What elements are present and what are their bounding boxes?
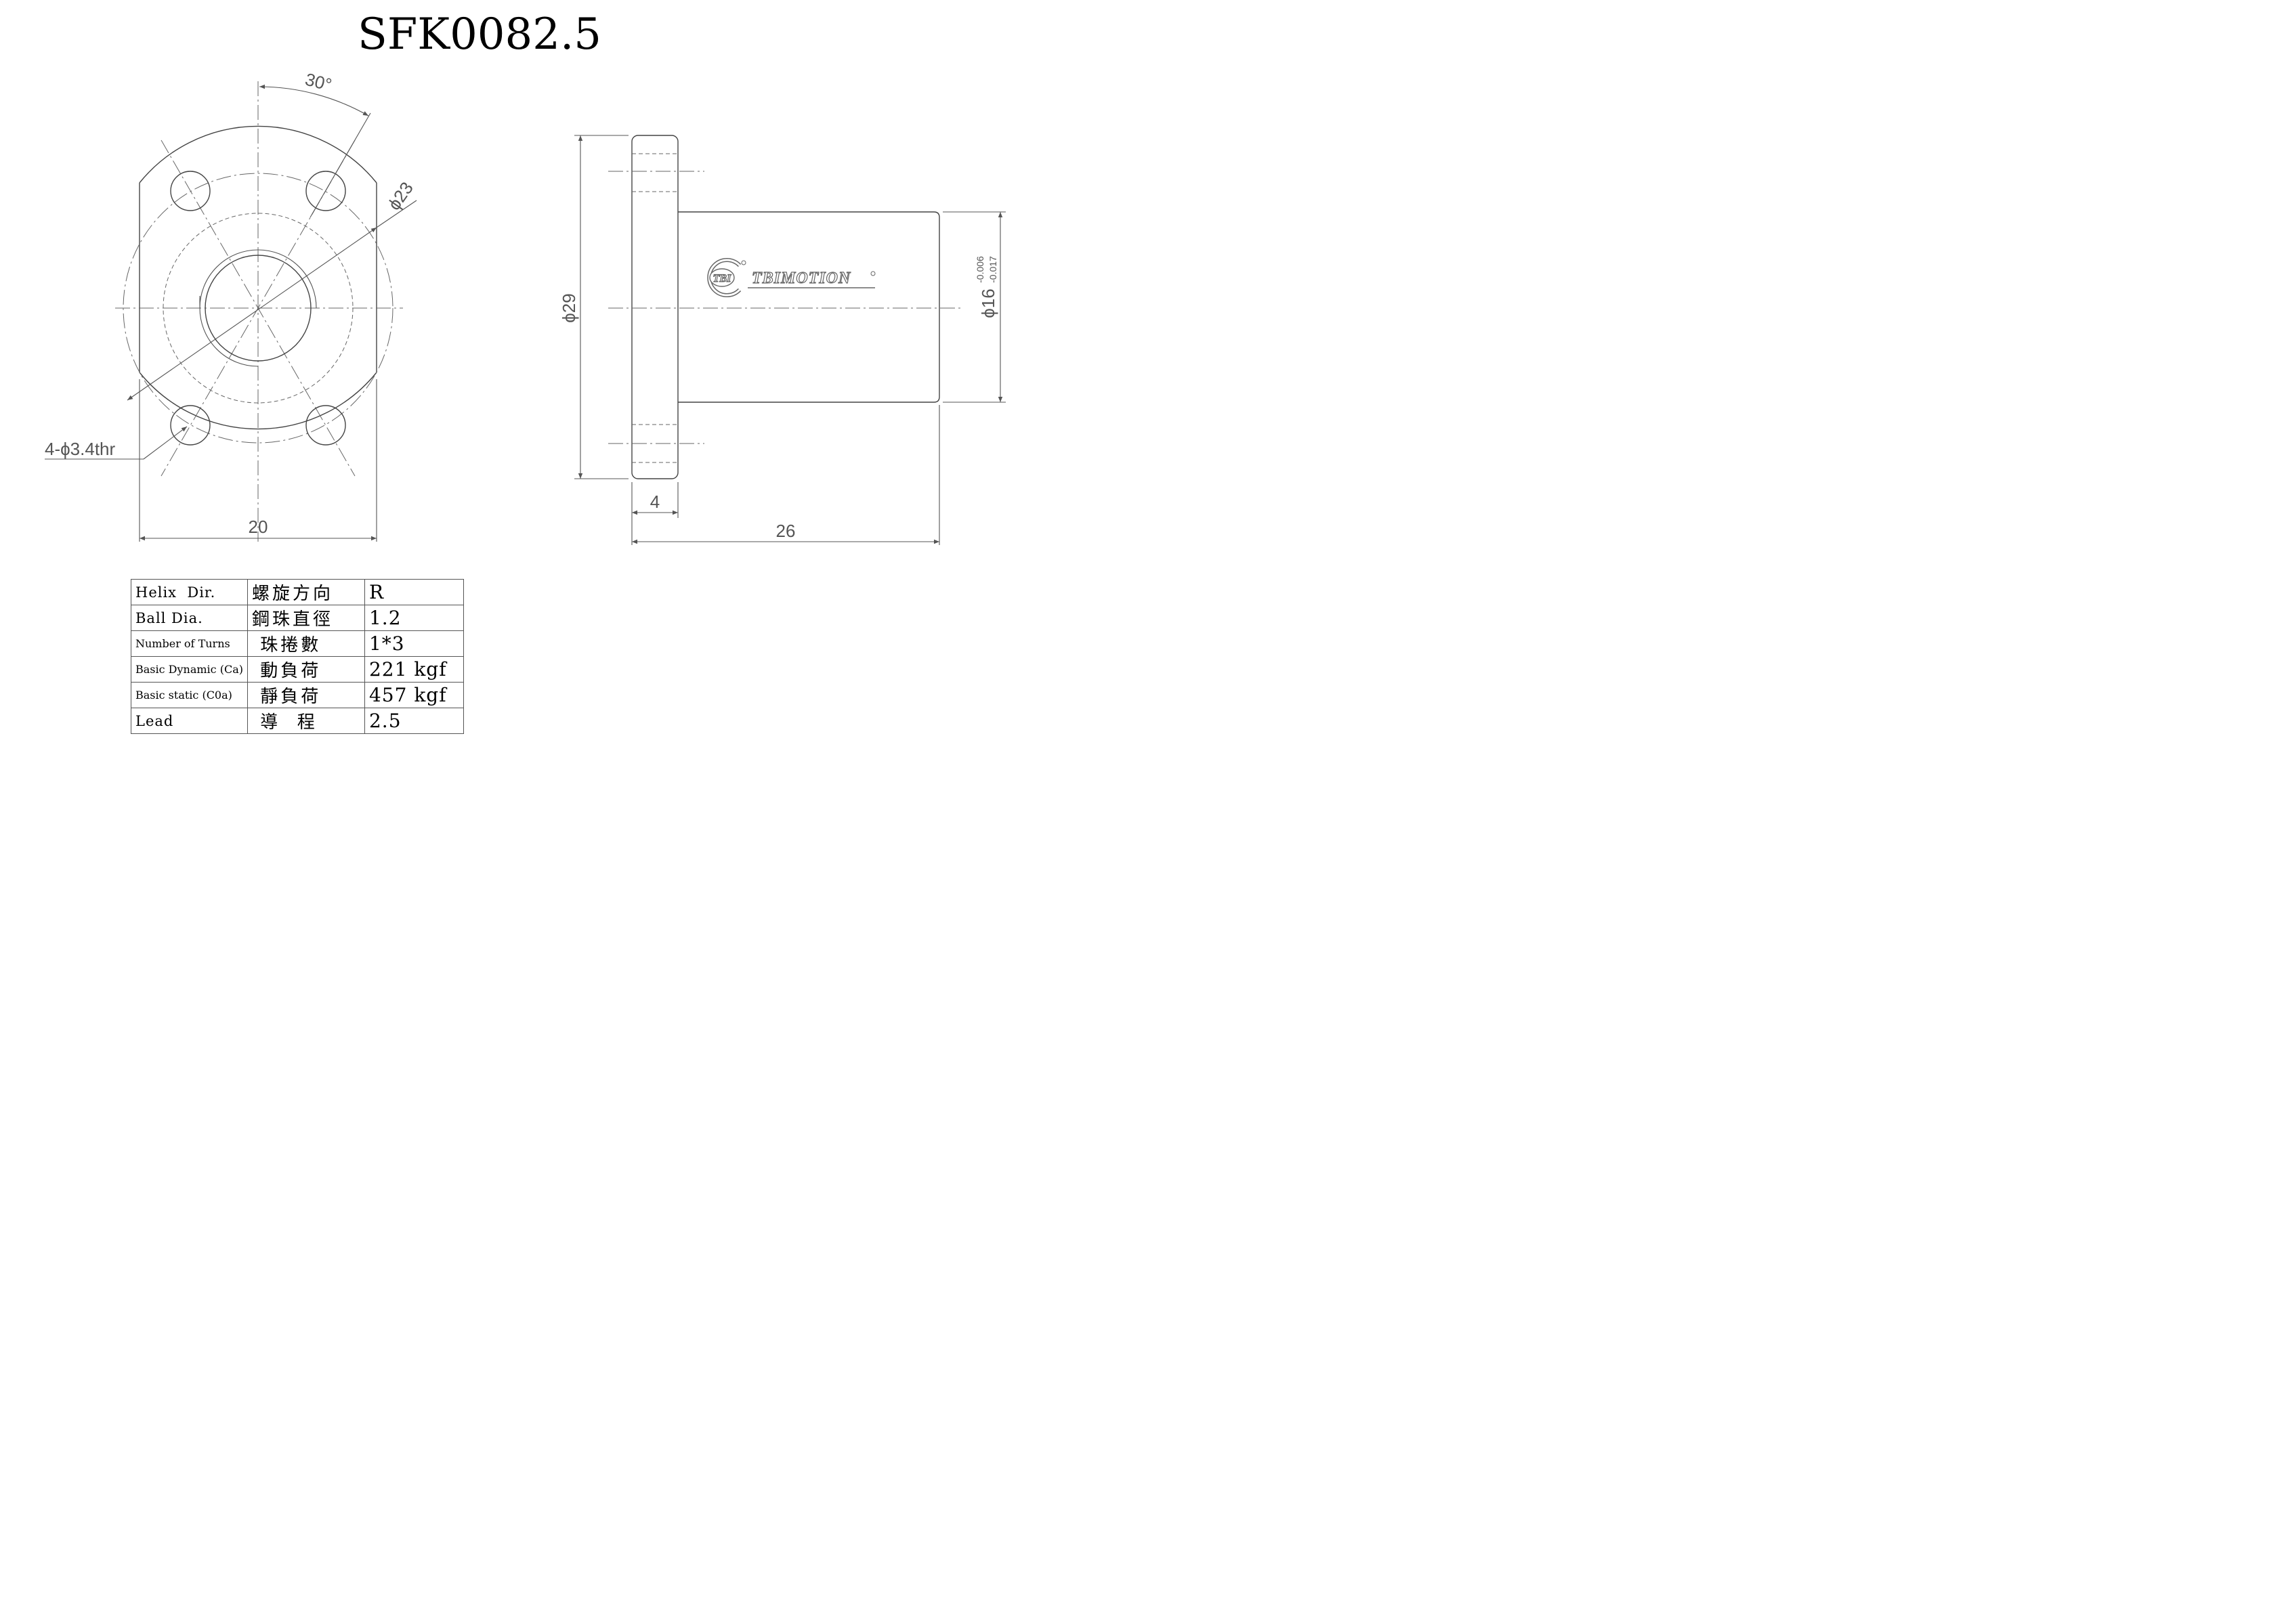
holes-label: 4-ϕ3.4thr	[45, 439, 116, 459]
table-row: Ball Dia. 鋼珠直徑 1.2	[131, 605, 464, 631]
spec-name-zh: 鋼珠直徑	[247, 605, 365, 631]
flange-profile	[631, 135, 679, 479]
body-dia-tol-lower: -0.017	[987, 256, 998, 283]
front-view: 30° ϕ23 4-ϕ3.4thr 20	[45, 69, 417, 542]
width-label: 20	[249, 517, 268, 537]
length-label: 26	[776, 521, 796, 541]
table-row: Basic static (C0a) 靜負荷 457 kgf	[131, 682, 464, 708]
spec-value: 1.2	[364, 605, 464, 631]
table-row: Helix Dir. 螺旋方向 R	[131, 579, 464, 605]
spec-table: Helix Dir. 螺旋方向 R Ball Dia. 鋼珠直徑 1.2 Num…	[131, 579, 464, 734]
body-profile	[678, 211, 940, 403]
thickness-label: 4	[650, 492, 660, 512]
table-row: Lead 導 程 2.5	[131, 708, 464, 734]
table-row: Basic Dynamic (Ca) 動負荷 221 kgf	[131, 656, 464, 683]
side-view: ϕ29 ϕ16 -0.006 -0.017 4 26 TBI TBIMOTION	[559, 135, 1006, 545]
table-row: Number of Turns 珠捲數 1*3	[131, 630, 464, 657]
spec-value: 1*3	[364, 630, 464, 657]
body-dia-label: ϕ16	[978, 288, 998, 318]
spec-name-zh: 珠捲數	[247, 630, 365, 657]
angle-label: 30°	[303, 69, 334, 95]
spec-name-en: Number of Turns	[131, 630, 248, 657]
spec-name-en: Helix Dir.	[131, 579, 248, 605]
logo-wordmark: TBIMOTION	[752, 269, 851, 287]
mounting-hole-top-left	[170, 171, 211, 211]
spec-name-en: Lead	[131, 708, 248, 734]
mounting-hole-bottom-left	[170, 405, 211, 446]
body-dia-tol-upper: -0.006	[975, 256, 985, 283]
bolt-circle	[123, 173, 394, 444]
flange-dia-label: ϕ29	[559, 293, 579, 322]
spec-name-zh: 靜負荷	[247, 682, 365, 708]
angle-arc	[259, 84, 369, 116]
mounting-hole-top-right	[305, 171, 346, 211]
logo-badge: TBI	[713, 273, 731, 284]
spec-value: R	[364, 579, 464, 605]
spec-name-zh: 動負荷	[247, 656, 365, 683]
spec-name-zh: 導 程	[247, 708, 365, 734]
spec-name-en: Basic static (C0a)	[131, 682, 248, 708]
technical-drawing: SFK0082.5 30° ϕ23 4-ϕ3.4thr	[45, 9, 1006, 545]
spec-name-zh: 螺旋方向	[247, 579, 365, 605]
spec-value: 2.5	[364, 708, 464, 734]
spec-name-en: Basic Dynamic (Ca)	[131, 656, 248, 683]
holes-leader	[143, 426, 188, 460]
angle-ext-line	[310, 112, 371, 218]
spec-value: 457 kgf	[364, 682, 464, 708]
pcd-label: ϕ23	[383, 178, 417, 214]
tbi-logo: TBI TBIMOTION	[707, 258, 876, 297]
spec-name-en: Ball Dia.	[131, 605, 248, 631]
mounting-hole-bottom-right	[305, 405, 346, 446]
drawing-title: SFK0082.5	[358, 9, 601, 60]
pcd-leader	[127, 227, 377, 401]
spec-value: 221 kgf	[364, 656, 464, 683]
pcd-leader-ext	[376, 200, 417, 228]
